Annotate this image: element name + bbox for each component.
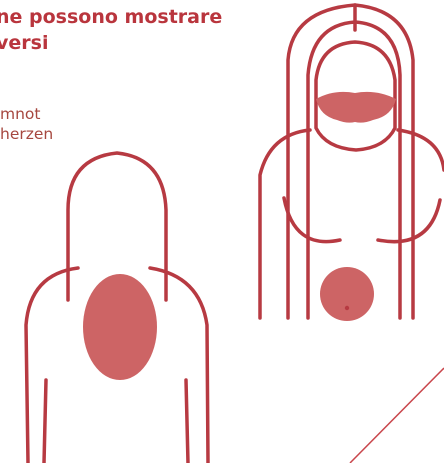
back-figure-left-arm-inner <box>44 380 46 463</box>
jaw-pain-area <box>316 92 396 123</box>
decorative-diagonal-line <box>350 368 444 463</box>
back-figure-left-shoulder <box>26 268 78 463</box>
navel-mark <box>345 306 349 310</box>
front-figure-right-shoulder <box>398 130 444 170</box>
front-figure-left-shoulder <box>260 130 310 318</box>
stomach-pain-area <box>320 267 374 321</box>
back-figure-right-arm-inner <box>186 380 188 463</box>
back-figure-right-shoulder <box>150 268 208 463</box>
upper-back-pain-area <box>83 274 157 380</box>
front-figure-left-breast <box>284 198 340 242</box>
front-figure-right-breast <box>378 200 440 242</box>
